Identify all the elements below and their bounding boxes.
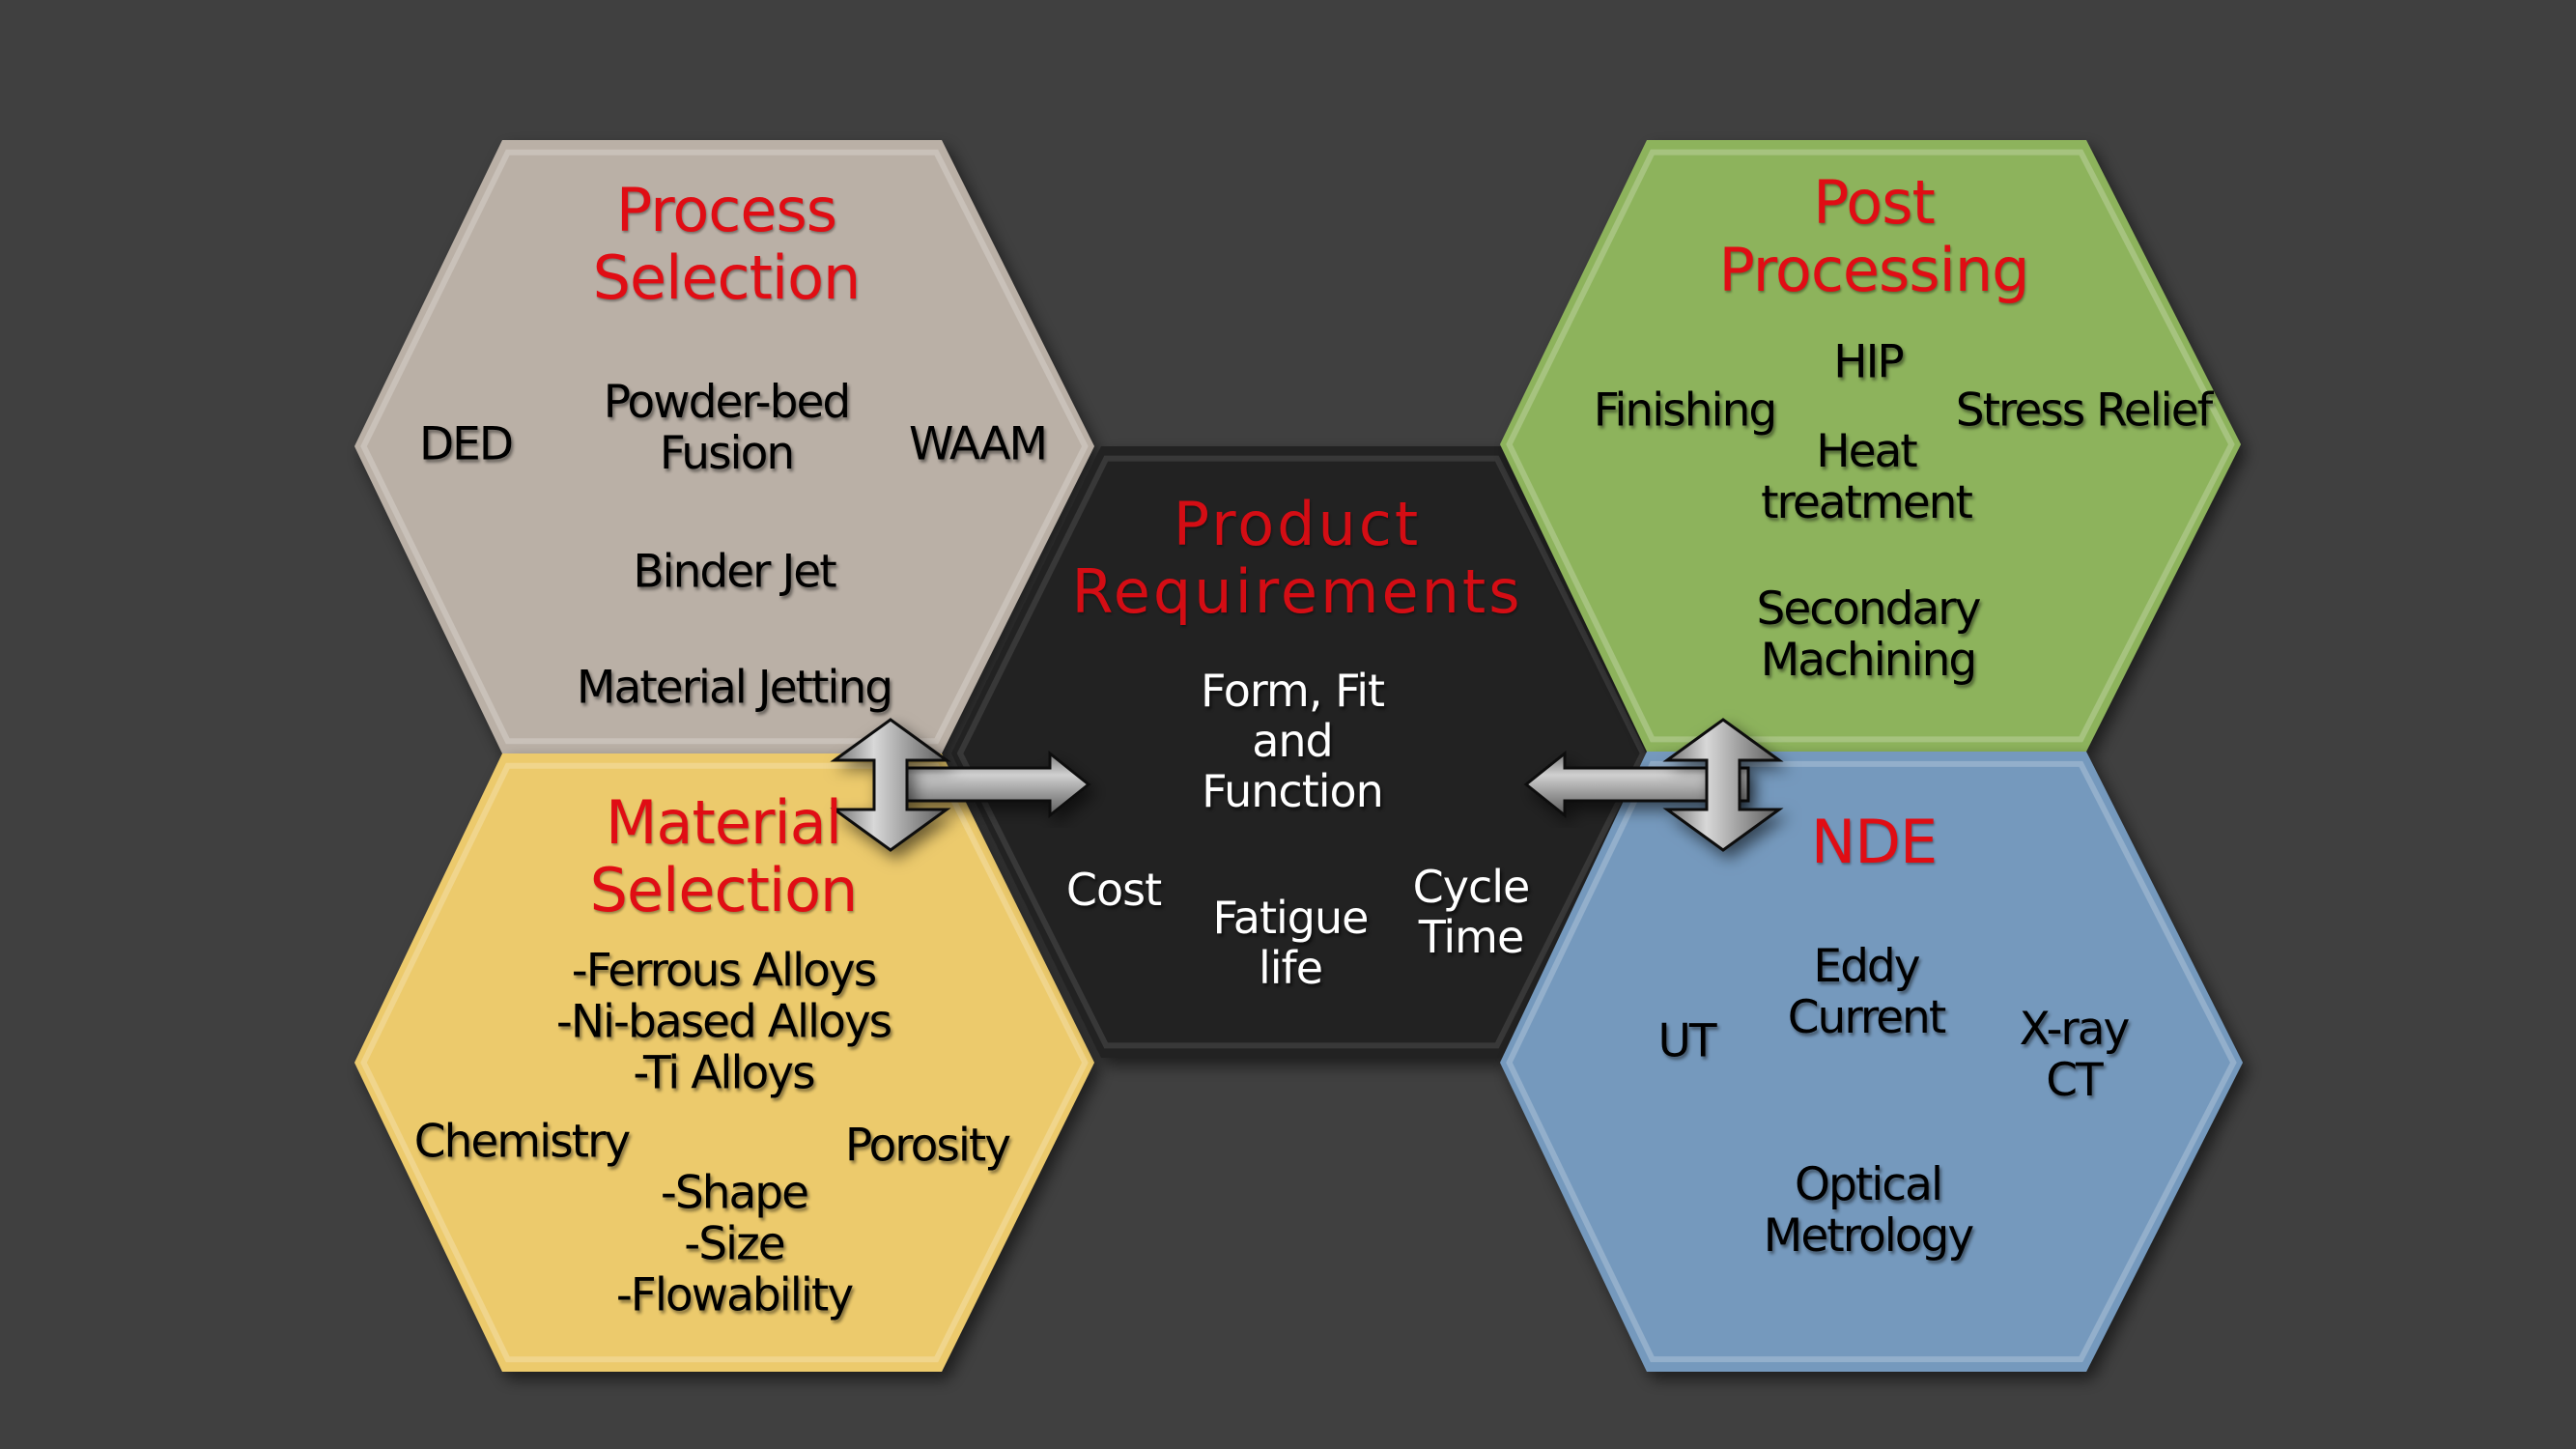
item-material-jetting: Material Jetting [576,661,893,715]
item-line: Chemistry [413,1115,631,1169]
hexagon-shape-material-selection [354,753,1094,1372]
hexagon-bevel [360,149,1089,745]
hexagon-shape-nde [1500,752,2243,1372]
hexagon-material-selection [354,753,1094,1372]
item-chemistry: Chemistry [413,1115,631,1169]
item-line: Optical [1794,1157,1943,1211]
title-line: Product [1173,488,1422,559]
left-connector [830,718,1091,852]
item-line: X-ray [2019,1002,2131,1056]
hexagon-shape-post-processing [1500,140,2241,752]
item-line: Stress Relief [1955,384,2213,438]
item-finishing: Finishing [1593,384,1777,438]
hexagon-bevel [956,455,1647,1049]
hexagon-bevel [360,762,1089,1363]
arrow-up-down-icon [1662,718,1784,852]
hexagon-nde [1500,752,2243,1372]
item-line: -Size [684,1217,785,1271]
item-line: Machining [1760,634,1978,687]
item-line: Secondary [1756,582,1982,636]
title-line: Post [1813,166,1936,238]
item-stress-relief: Stress Relief [1955,384,2213,438]
title-line: Process [615,174,837,245]
item-line: Form, Fit [1200,665,1385,718]
item-ut: UT [1657,1014,1716,1068]
item-line: Eddy [1813,939,1920,993]
item-porosity: Porosity [844,1119,1011,1173]
item-line: Finishing [1593,384,1777,438]
right-connector [1523,718,1784,852]
hexagon-shape-product-requirements [951,446,1652,1058]
item-line: Heat [1816,424,1917,478]
item-line: and [1252,715,1334,768]
item-ded: DED [418,417,514,471]
arrow-up-down-icon [830,718,951,852]
item-line: Function [1202,764,1384,817]
item-alloys: -Ferrous Alloys-Ni-based Alloys-Ti Alloy… [555,944,892,1100]
item-line: -Shape [660,1166,809,1220]
title-line: NDE [1810,806,1938,877]
hexagon-bevel [1506,149,2235,743]
title-line: Material [606,786,842,858]
nde-title: NDE [1810,806,1938,877]
title-line: Processing [1718,235,2029,305]
hexagon-bevel [1506,760,2237,1363]
item-line: WAAM [908,417,1048,471]
item-line: life [1258,942,1323,994]
item-line: Cycle [1412,861,1531,914]
item-line: Time [1418,911,1525,963]
item-line: Fusion [659,427,795,480]
title-line: Selection [592,242,862,313]
item-line: UT [1657,1014,1716,1068]
item-line: treatment [1761,476,1973,529]
title-line: Requirements [1071,556,1523,627]
item-line: Porosity [844,1119,1011,1173]
item-line: Material Jetting [576,661,893,715]
hexagon-shape-process-selection [354,140,1094,753]
item-line: -Ti Alloys [633,1046,815,1100]
hexagon-process-selection [354,140,1094,753]
item-line: DED [418,417,514,471]
hexagon-product-requirements [951,446,1652,1058]
item-line: Current [1787,991,1947,1044]
item-binder-jet: Binder Jet [633,545,836,599]
item-line: Binder Jet [633,545,836,599]
item-powder-properties: -Shape-Size-Flowability [615,1166,854,1322]
item-line: -Flowability [615,1268,854,1322]
item-cost: Cost [1065,864,1162,917]
item-line: CT [2046,1054,2104,1107]
item-waam: WAAM [908,417,1048,471]
item-line: -Ferrous Alloys [571,944,877,998]
title-line: Selection [589,855,859,925]
item-line: -Ni-based Alloys [555,995,892,1049]
item-line: HIP [1833,335,1905,389]
arrow-right-icon [901,750,1091,819]
item-line: Metrology [1763,1209,1974,1263]
item-line: Fatigue [1212,892,1370,945]
item-line: Powder-bed [603,375,851,429]
hexagon-post-processing [1500,140,2241,752]
item-line: Cost [1065,864,1162,917]
item-hip: HIP [1833,335,1905,389]
